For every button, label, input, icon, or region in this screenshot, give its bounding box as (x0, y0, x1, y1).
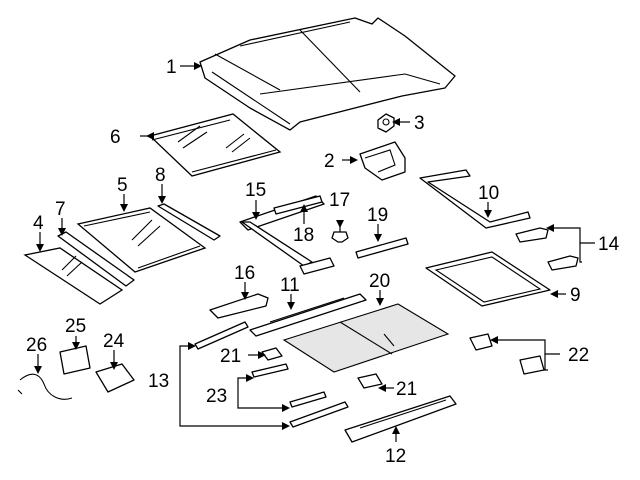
strip-19 (355, 237, 409, 259)
callout-14: 14 (598, 234, 620, 255)
callout-15: 15 (245, 180, 266, 201)
callout-12: 12 (385, 446, 406, 467)
callout-20: 20 (369, 271, 390, 292)
rear-rail (344, 395, 457, 443)
callout-21-upper: 21 (220, 346, 241, 367)
handle-16 (209, 293, 269, 319)
motor-24 (95, 363, 135, 393)
rail-11 (249, 293, 367, 337)
clips-14 (515, 227, 579, 271)
callout-21-lower: 21 (396, 379, 417, 400)
callout-11: 11 (280, 275, 300, 296)
callout-4: 4 (33, 213, 44, 234)
callout-labels: 1 2 3 4 5 6 7 8 9 10 11 12 13 14 15 16 1… (26, 57, 620, 467)
callout-22: 22 (568, 345, 589, 366)
sunshade (282, 303, 450, 373)
callout-9: 9 (570, 285, 581, 306)
callout-18: 18 (293, 225, 314, 246)
strips-23 (251, 363, 327, 408)
sunroof-frame (425, 251, 551, 307)
clips-21 (261, 347, 383, 389)
motor-25 (59, 345, 91, 375)
callout-25: 25 (65, 316, 86, 337)
harness-26 (17, 373, 73, 400)
callout-5: 5 (117, 175, 128, 196)
callout-7: 7 (55, 199, 66, 220)
callout-13: 13 (148, 371, 169, 392)
callout-17: 17 (329, 190, 350, 211)
strip-18 (273, 195, 323, 215)
callout-23: 23 (206, 386, 227, 407)
callout-26: 26 (26, 335, 47, 356)
clip-17 (331, 231, 349, 243)
seal-strip-8 (157, 203, 221, 241)
small-glass (23, 247, 124, 305)
seal-frame (419, 169, 531, 229)
callout-2: 2 (324, 151, 335, 172)
callout-1: 1 (166, 57, 177, 78)
callout-24: 24 (103, 331, 125, 352)
rear-glass (76, 207, 207, 273)
callout-16: 16 (234, 263, 255, 284)
brackets-22 (469, 333, 545, 375)
callout-10: 10 (478, 183, 499, 204)
callout-8: 8 (155, 165, 166, 186)
callout-6: 6 (110, 127, 121, 148)
callout-3: 3 (414, 113, 425, 134)
front-glass (148, 113, 282, 177)
bracket-part (359, 141, 406, 181)
rail-parts-13 (194, 321, 349, 428)
leader-lines (34, 62, 595, 442)
callout-19: 19 (367, 205, 388, 226)
roof-panel (199, 17, 456, 131)
nut-part (377, 113, 395, 133)
